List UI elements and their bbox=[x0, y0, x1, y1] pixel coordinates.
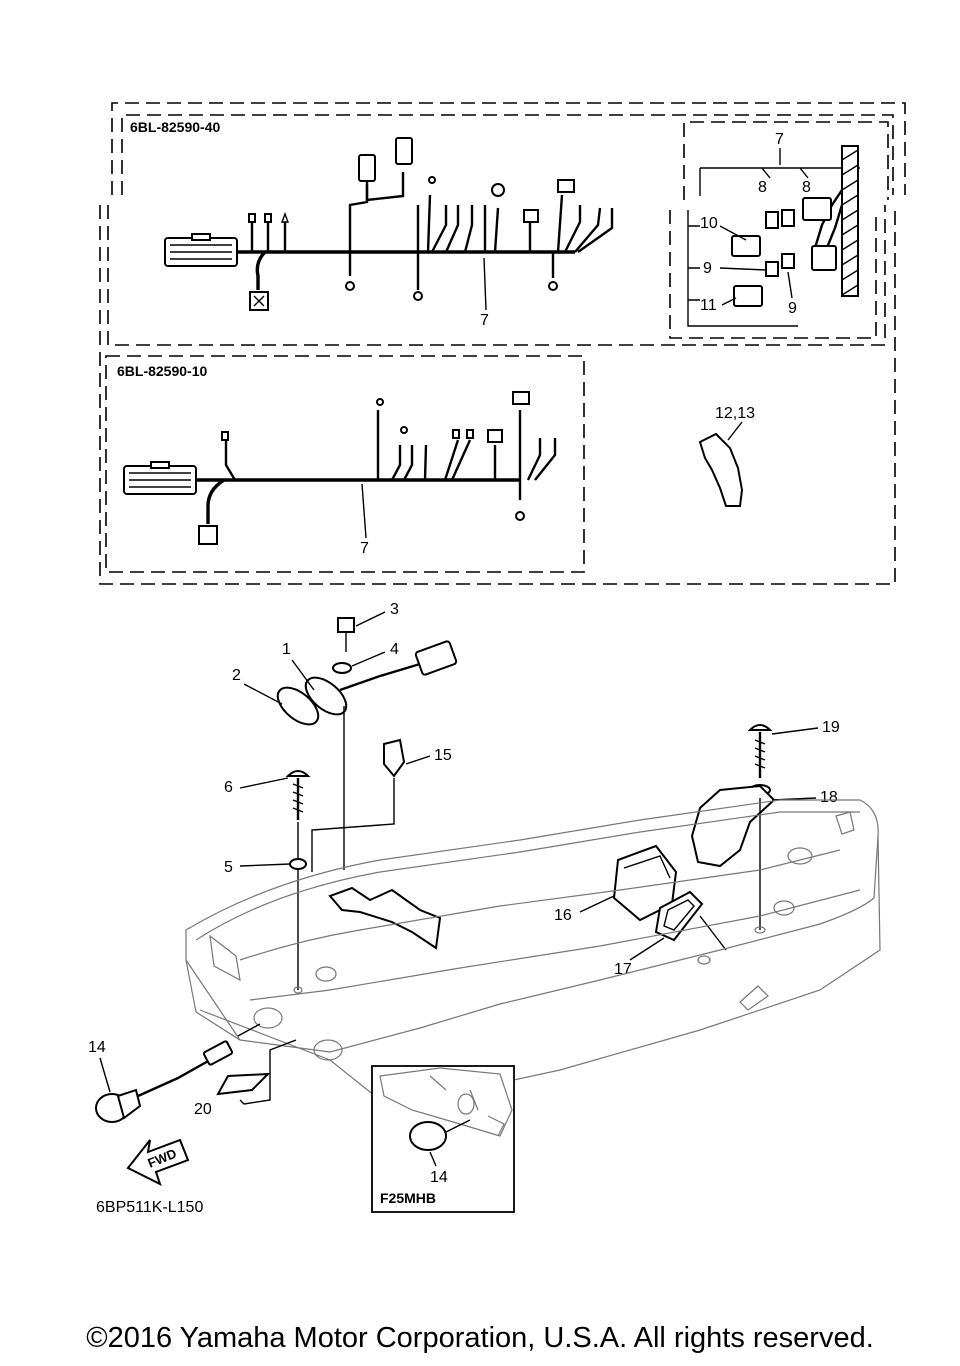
callout-10: 10 bbox=[700, 215, 718, 232]
forward-arrow: FWD bbox=[126, 1138, 190, 1186]
callout-20: 20 bbox=[194, 1101, 212, 1118]
variant-code: F25MHB bbox=[380, 1190, 436, 1206]
variant-inset: 14 F25MHB bbox=[371, 1065, 515, 1213]
callout-1: 1 bbox=[282, 641, 291, 658]
cap-and-seal: 16 17 bbox=[554, 844, 727, 978]
kit-frame-outer bbox=[99, 102, 906, 585]
clamp: 12,13 bbox=[698, 405, 755, 507]
callout-5: 5 bbox=[224, 859, 233, 876]
callout-6: 6 bbox=[224, 779, 233, 796]
bracket-assembly: 19 18 bbox=[690, 719, 840, 930]
callout-9a: 9 bbox=[703, 260, 712, 277]
lower-wiring-harness: 7 bbox=[123, 391, 557, 557]
callout-8a: 8 bbox=[758, 179, 767, 196]
callout-4: 4 bbox=[390, 641, 399, 658]
callout-14-inset: 14 bbox=[430, 1169, 448, 1186]
callout-15: 15 bbox=[434, 747, 452, 764]
copyright-notice: ©2016 Yamaha Motor Corporation, U.S.A. A… bbox=[86, 1322, 874, 1354]
grommet-assembly: 3 4 1 2 bbox=[232, 601, 458, 870]
lower-harness-frame bbox=[105, 355, 585, 573]
callout-16: 16 bbox=[554, 907, 572, 924]
bolt-and-plate: 6 5 15 bbox=[224, 738, 452, 990]
callout-12-13: 12,13 bbox=[715, 405, 755, 422]
callout-7-lower: 7 bbox=[360, 540, 369, 557]
lower-harness-code: 6BL-82590-10 bbox=[117, 363, 207, 379]
upper-wiring-harness: 7 bbox=[164, 137, 614, 329]
callout-18: 18 bbox=[820, 789, 838, 806]
callout-8b: 8 bbox=[802, 179, 811, 196]
bottom-cowling bbox=[185, 799, 881, 1101]
kill-switch-assembly: 14 20 bbox=[88, 1023, 297, 1123]
callout-7-upper: 7 bbox=[480, 312, 489, 329]
callout-2: 2 bbox=[232, 667, 241, 684]
callout-3: 3 bbox=[390, 601, 399, 618]
callout-11: 11 bbox=[700, 297, 717, 314]
connector-detail-frame bbox=[669, 121, 889, 339]
callout-14: 14 bbox=[88, 1039, 106, 1056]
drawing-number: 6BP511K-L150 bbox=[96, 1199, 203, 1216]
connector-detail: 7 8 8 10 9 11 9 bbox=[687, 131, 860, 327]
callout-19: 19 bbox=[822, 719, 840, 736]
callout-9b: 9 bbox=[788, 300, 797, 317]
upper-harness-code: 6BL-82590-40 bbox=[130, 119, 220, 135]
callout-7-top: 7 bbox=[775, 131, 784, 148]
